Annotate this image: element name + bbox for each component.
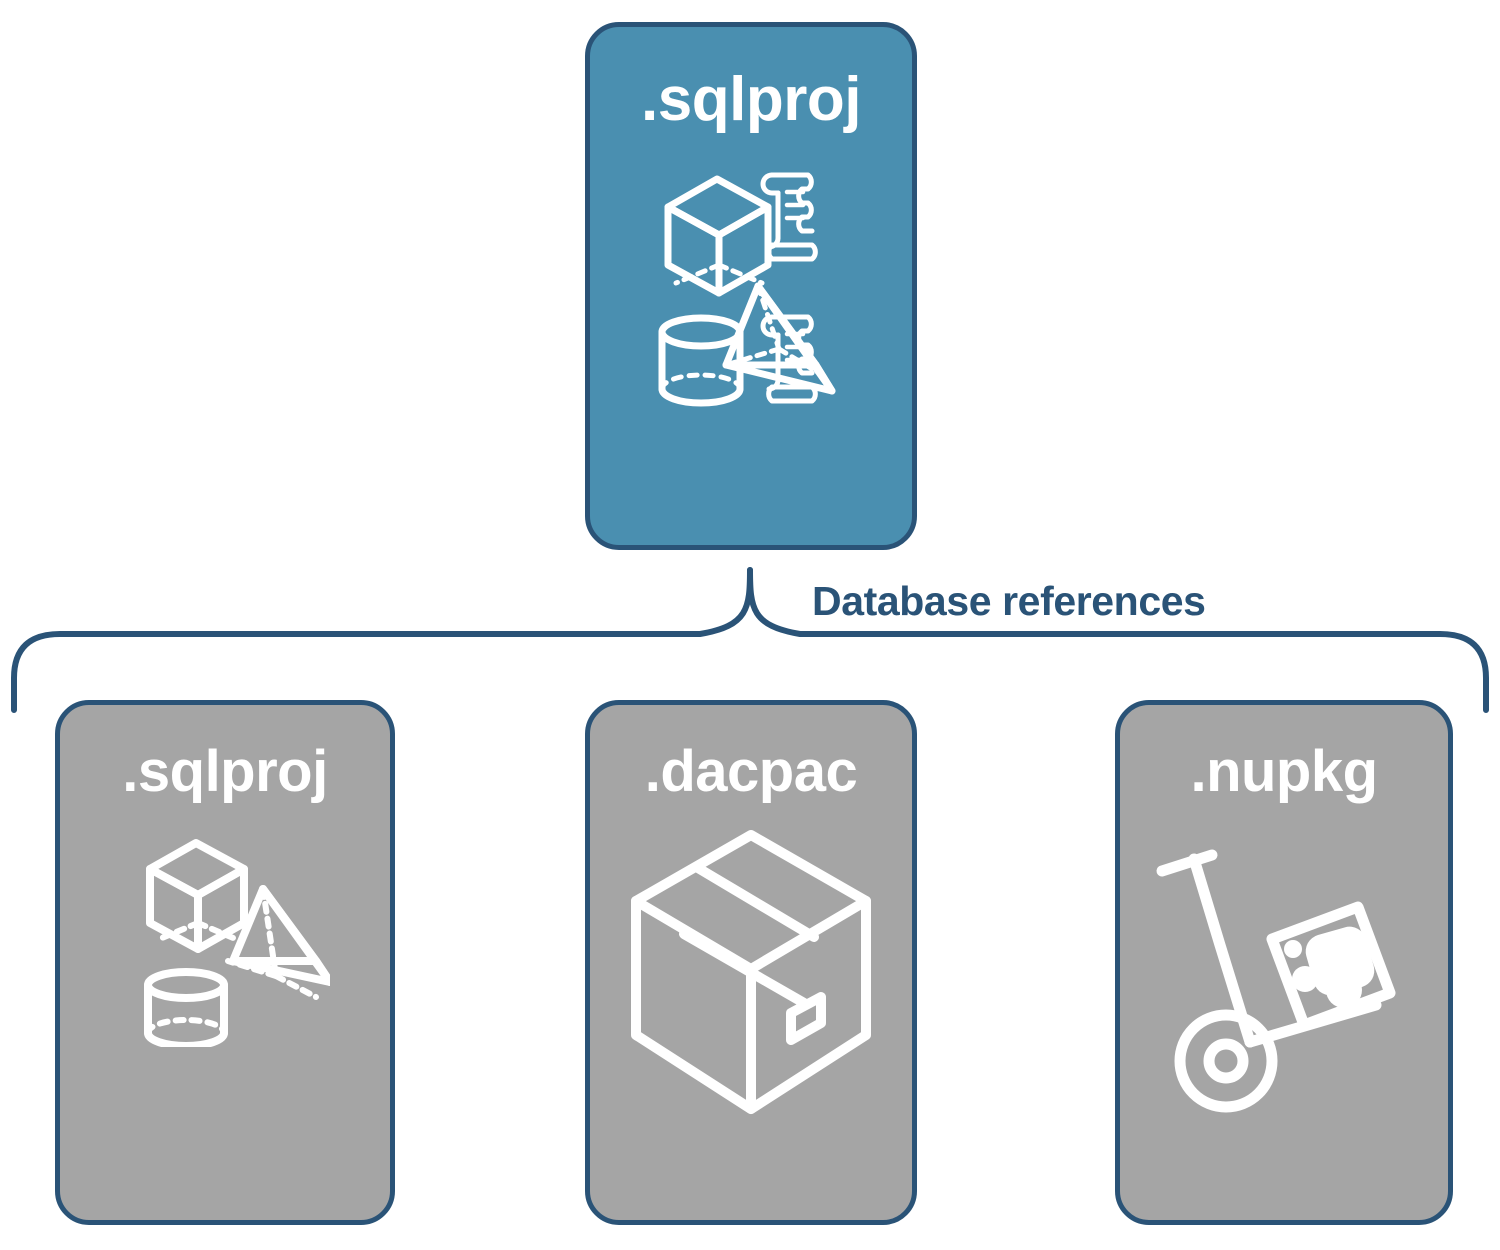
- cube-shape: [664, 175, 772, 297]
- cube-shape: [146, 839, 248, 953]
- bracket-label: Database references: [812, 578, 1206, 624]
- reference-node-nupkg[interactable]: .nupkg: [1115, 700, 1453, 1225]
- reference-node-label: .sqlproj: [122, 739, 328, 804]
- package-box-icon: [631, 830, 871, 1114]
- bracket-left-arm: [11, 567, 753, 713]
- reference-node-sqlproj[interactable]: .sqlproj: [55, 700, 395, 1225]
- cylinder-shape: [144, 968, 228, 1047]
- pyramid-shape: [225, 885, 330, 1000]
- scroll-shape-top: [760, 172, 818, 262]
- reference-node-label: .dacpac: [644, 739, 858, 804]
- database-objects-icon: [658, 172, 836, 407]
- nuget-package-shape: [1266, 901, 1396, 1031]
- reference-node-label: .nupkg: [1190, 739, 1378, 804]
- root-node-sqlproj[interactable]: .sqlproj: [585, 22, 917, 550]
- root-node-label: .sqlproj: [641, 65, 861, 134]
- reference-node-dacpac[interactable]: .dacpac: [585, 700, 917, 1225]
- wheel-shape: [1174, 1009, 1278, 1113]
- cylinder-shape: [658, 314, 744, 407]
- hand-truck-package-icon: [1156, 849, 1396, 1113]
- database-objects-icon: [144, 839, 330, 1047]
- scroll-shape-bottom: [760, 314, 818, 404]
- database-references-bracket: [11, 567, 1489, 713]
- shipping-box-shape: [631, 830, 871, 1114]
- nuget-logo-shape: [1284, 926, 1375, 1008]
